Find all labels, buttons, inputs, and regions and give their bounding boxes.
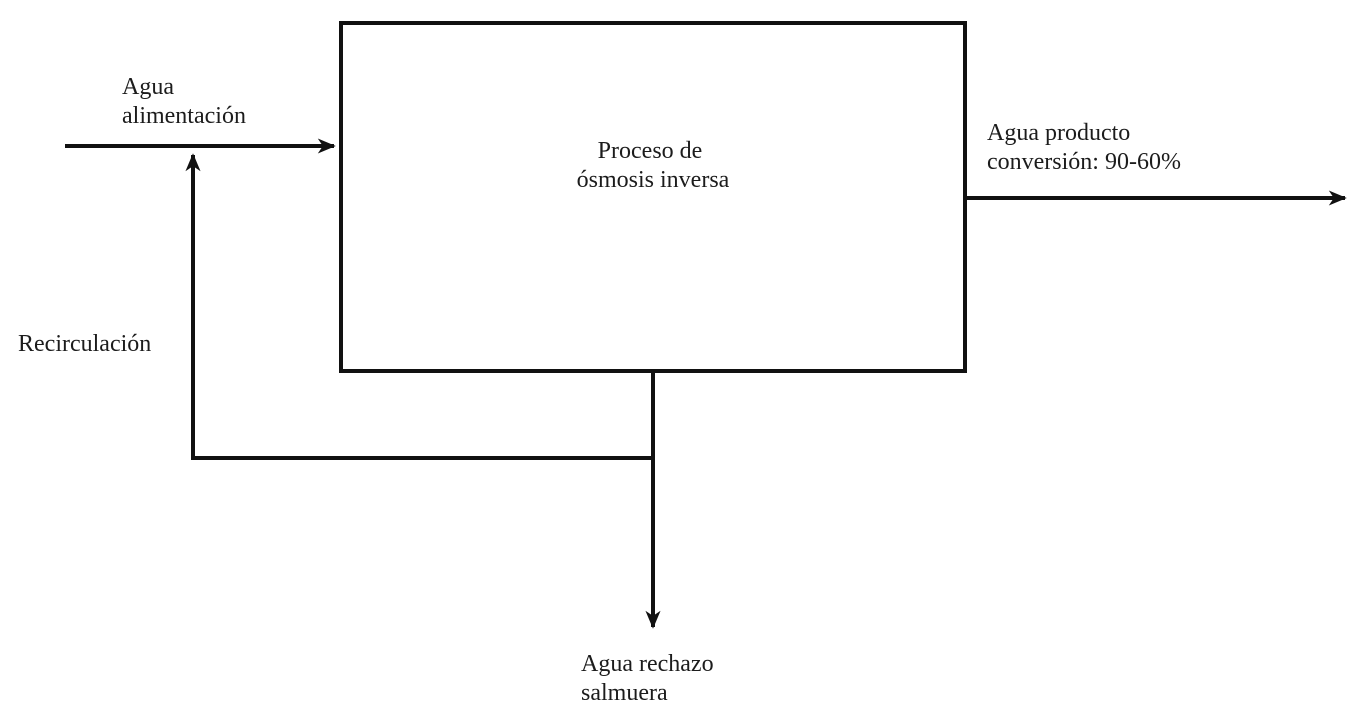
process-box <box>339 21 967 373</box>
product-stream-label-line2: conversión: 90-60% <box>987 149 1181 175</box>
feed-stream-label-line2: alimentación <box>122 103 246 129</box>
feed-stream-label: Agua alimentación <box>122 74 246 129</box>
recirculation-loop-arrow <box>185 153 653 460</box>
recirculation-label: Recirculación <box>18 331 151 357</box>
product-stream-label-line1: Agua producto <box>987 120 1130 146</box>
reject-stream-label: Agua rechazo salmuera <box>581 651 720 706</box>
reject-stream-label-line1: Agua rechazo <box>581 651 714 677</box>
process-box-label-line1: Proceso de <box>598 138 703 164</box>
product-stream-label: Agua producto conversión: 90-60% <box>987 120 1181 175</box>
process-box-label: Proceso de ósmosis inversa <box>577 138 730 193</box>
process-box-label-line2: ósmosis inversa <box>577 167 730 193</box>
feed-stream-label-line1: Agua <box>122 74 174 100</box>
reject-stream-label-line2: salmuera <box>581 680 668 706</box>
